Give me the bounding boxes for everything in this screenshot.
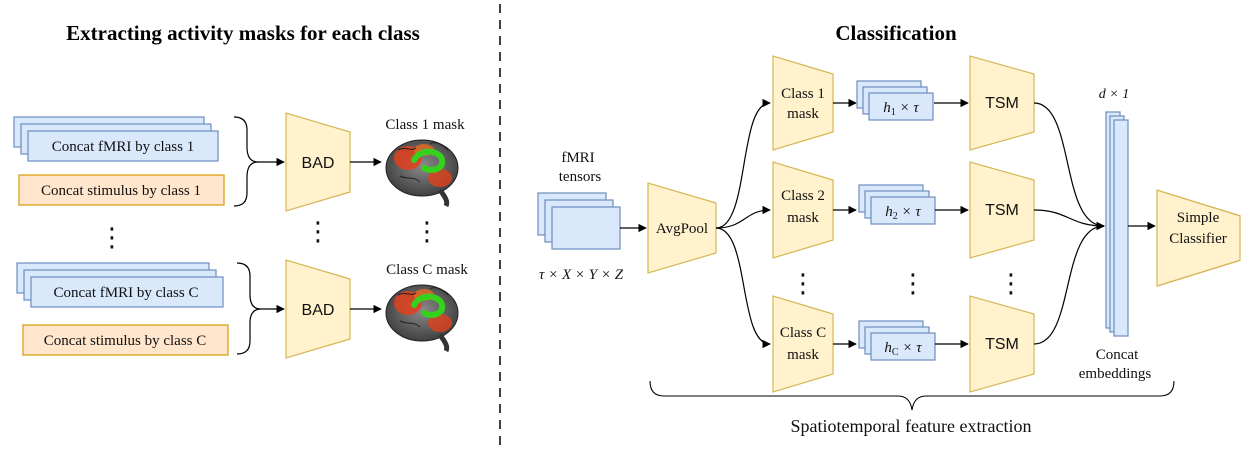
mask1-title: Class 1 mask (385, 117, 465, 133)
arrow-avgpool-to-mask2 (715, 205, 771, 229)
stimulus-box-classC: Concat stimulus by class C (22, 324, 229, 356)
ellipsis-left-masks: ⋮ (414, 216, 440, 246)
fmri-tensors-label-line1: fMRI (561, 150, 594, 166)
fmri-tensors-label-line2: tensors (559, 169, 602, 185)
class1-mask-line2: mask (787, 106, 819, 122)
fmri-stack-classC: Concat fMRI by class C (16, 262, 224, 308)
concat-label-line2: embeddings (1079, 366, 1152, 382)
bad-block-class1: BAD (285, 112, 351, 212)
arrow-avgpool-to-maskC (715, 227, 771, 349)
bad-block-classC: BAD (285, 259, 351, 359)
embedding-stack-2: h2 × τ (858, 184, 936, 225)
embedC-dim-label: hC × τ (884, 340, 922, 358)
tsm1-label: TSM (985, 95, 1019, 112)
left-panel-title: Extracting activity masks for each class (66, 21, 420, 45)
embedding-dim-label: d × 1 (1099, 87, 1129, 102)
badC-label: BAD (302, 302, 335, 319)
class2-mask-line2: mask (787, 210, 819, 226)
fmri-tensor-stack (537, 192, 621, 250)
tsm-block-C: TSM (969, 295, 1035, 393)
tsm-block-1: TSM (969, 55, 1035, 151)
bracket-class1 (233, 116, 259, 207)
avgpool-label: AvgPool (656, 221, 708, 237)
tsm-block-2: TSM (969, 161, 1035, 259)
concat-label-line1: Concat (1096, 347, 1139, 363)
embed2-dim-label: h2 × τ (885, 204, 921, 222)
ellipsis-left-bad: ⋮ (305, 216, 331, 246)
bad1-label: BAD (302, 155, 335, 172)
stimulus-class1-label: Concat stimulus by class 1 (41, 183, 201, 199)
brain-mask1-image (385, 139, 459, 208)
ellipsis-right-masks: ⋮ (790, 268, 816, 298)
class1-mask-block: Class 1 mask (772, 55, 834, 151)
bracket-classC (236, 262, 262, 355)
class1-mask-line1: Class 1 (781, 86, 825, 102)
classifier-label-line1: Simple (1177, 210, 1220, 226)
ellipsis-left-inputs: ⋮ (99, 222, 125, 252)
fmri-classC-label: Concat fMRI by class C (54, 285, 199, 301)
avgpool-block: AvgPool (647, 182, 717, 274)
tsmC-label: TSM (985, 336, 1019, 353)
arrow-tsmC-to-concat (1033, 221, 1105, 345)
brace-label: Spatiotemporal feature extraction (791, 416, 1032, 436)
arrow-tsm2-to-concat (1033, 209, 1105, 231)
ellipsis-right-tsm: ⋮ (998, 268, 1024, 298)
brain-maskC-image (385, 284, 459, 353)
arrow-avgpool-to-mask1 (715, 98, 771, 229)
simple-classifier-block: Simple Classifier (1156, 189, 1241, 287)
classC-mask-block: Class C mask (772, 295, 834, 393)
embed1-dim-label: h1 × τ (883, 100, 919, 118)
classC-mask-line2: mask (787, 347, 819, 363)
class2-mask-line1: Class 2 (781, 188, 825, 204)
ellipsis-right-embeds: ⋮ (900, 268, 926, 298)
arrow-tsm1-to-concat (1033, 102, 1105, 231)
classC-mask-line1: Class C (780, 325, 826, 341)
tsm2-label: TSM (985, 202, 1019, 219)
concat-embeddings-stack (1105, 111, 1129, 337)
embedding-stack-C: hC × τ (858, 320, 936, 361)
feature-extraction-brace (649, 380, 1175, 411)
tensor-shape-label: τ × X × Y × Z (539, 267, 624, 283)
class2-mask-block: Class 2 mask (772, 161, 834, 259)
stimulus-box-class1: Concat stimulus by class 1 (18, 174, 225, 206)
stimulus-classC-label: Concat stimulus by class C (44, 333, 207, 349)
fmri-class1-label: Concat fMRI by class 1 (52, 139, 194, 155)
maskC-title: Class C mask (386, 262, 468, 278)
fmri-stack-class1: Concat fMRI by class 1 (13, 116, 219, 162)
embedding-stack-1: h1 × τ (856, 80, 934, 121)
classifier-label-line2: Classifier (1169, 231, 1227, 247)
right-panel-title: Classification (835, 21, 957, 45)
